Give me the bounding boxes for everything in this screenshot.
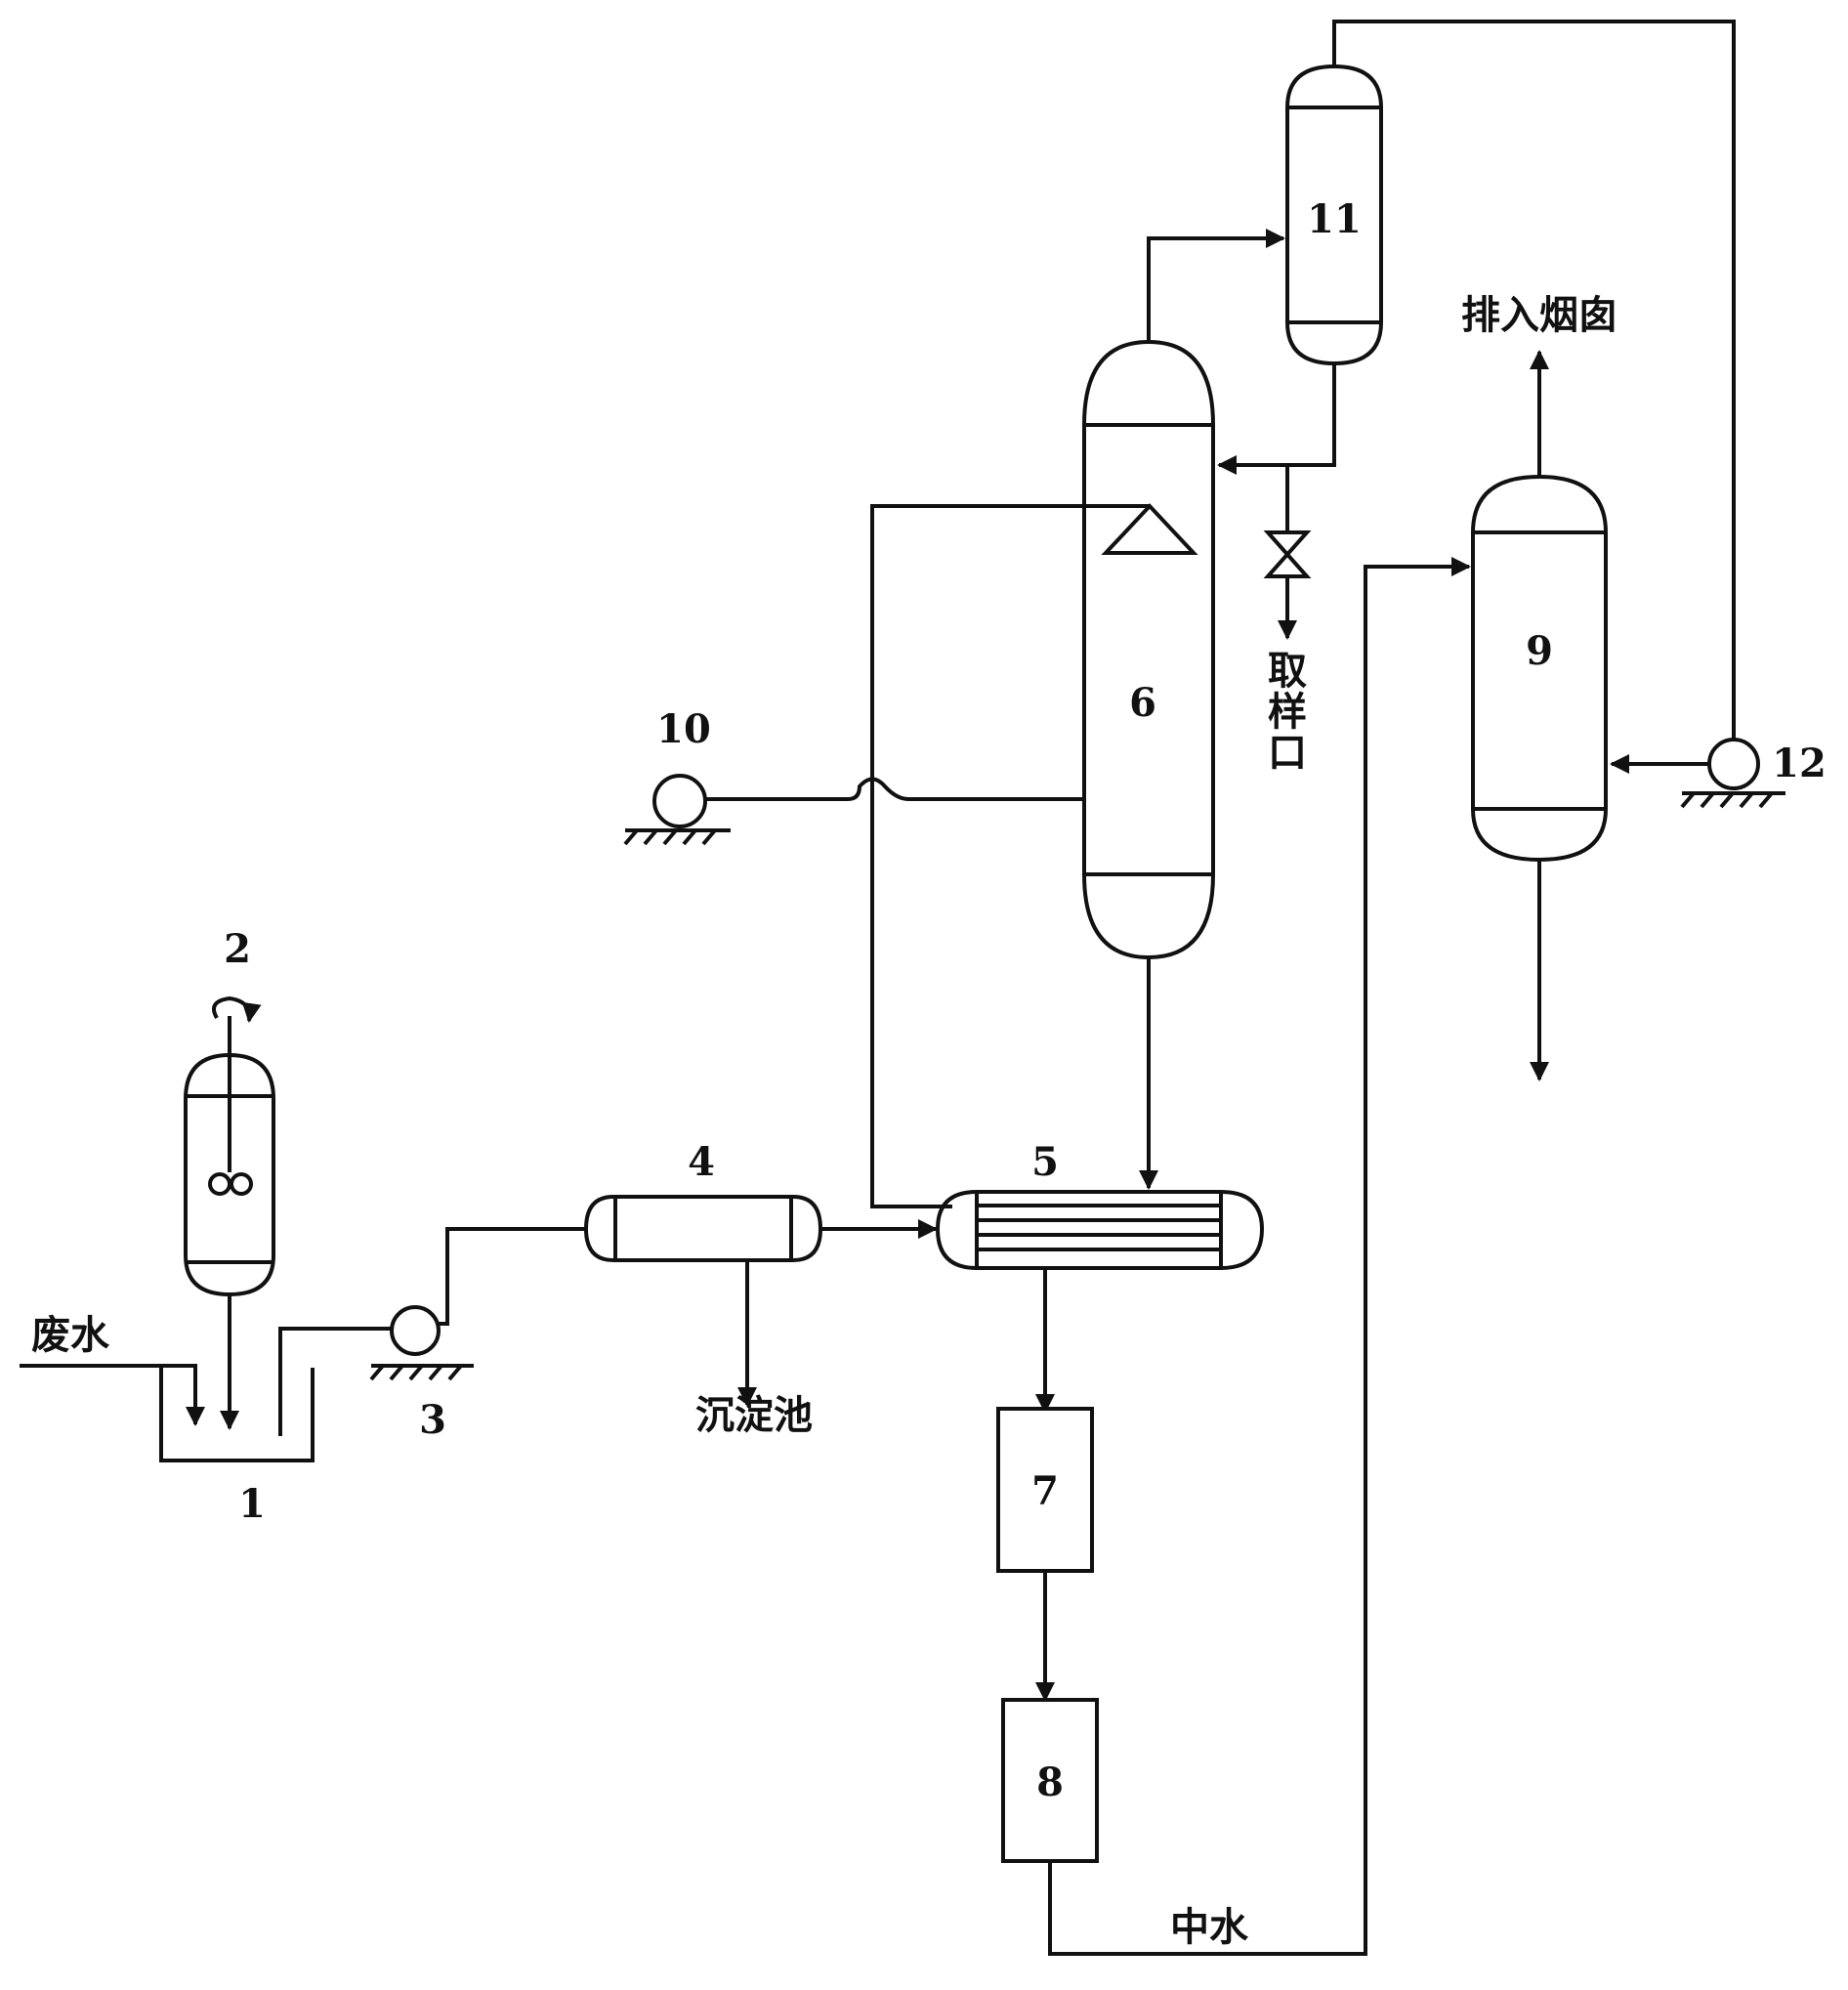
pump3-to-filter4-line [438,1227,586,1326]
label-2: 2 [224,926,251,972]
collection-tank-1 [159,1368,315,1462]
separator11-to-pump12-line [1332,20,1736,741]
sampling-port-char-2: 样 [1268,690,1307,735]
separator11-to-tower6-return-line [1217,363,1336,475]
wastewater-inlet-line [20,1364,205,1426]
sampling-port-char-3: 口 [1268,731,1307,776]
scrubber-tower-9 [1471,474,1608,863]
label-12: 12 [1772,741,1827,786]
reactor-tower-6 [1082,339,1215,960]
tank1-to-pump3-line [278,1327,391,1436]
sampling-valve-icon [1263,530,1312,578]
tower6-top-to-separator11-line [1147,229,1285,342]
unit-7 [996,1407,1094,1573]
label-4: 4 [688,1139,715,1185]
label-5: 5 [1031,1139,1059,1185]
reclaimed-water-line [1048,557,1471,1956]
label-1: 1 [238,1481,266,1527]
reclaimed-water-label: 中水 [1170,1905,1249,1950]
unit-8 [1001,1698,1099,1863]
label-8: 8 [1036,1759,1064,1805]
stirrer-rotation-icon [212,995,262,1023]
label-3: 3 [419,1397,446,1443]
to-chimney-label: 排入烟囱 [1461,293,1617,338]
label-7: 7 [1031,1468,1059,1514]
stirred-vessel-2 [184,995,275,1297]
exchanger5-to-tower6-spray-line [870,504,1150,1208]
blower10-to-tower6-line [705,777,1084,801]
label-10: 10 [656,706,711,752]
blower-10 [623,774,731,846]
label-9: 9 [1526,628,1553,674]
pump-3 [369,1305,474,1381]
separator-11 [1285,64,1383,366]
heat-exchanger-5 [935,1190,1265,1270]
filter-4 [583,1195,823,1262]
spray-distributor-icon [1101,503,1198,555]
settling-tank-label: 沉淀池 [695,1393,813,1438]
sampling-port-char-1: 取 [1268,649,1307,694]
pump-12 [1680,738,1785,809]
label-6: 6 [1129,680,1156,726]
label-11: 11 [1307,196,1362,242]
wastewater-label: 废水 [31,1313,110,1358]
